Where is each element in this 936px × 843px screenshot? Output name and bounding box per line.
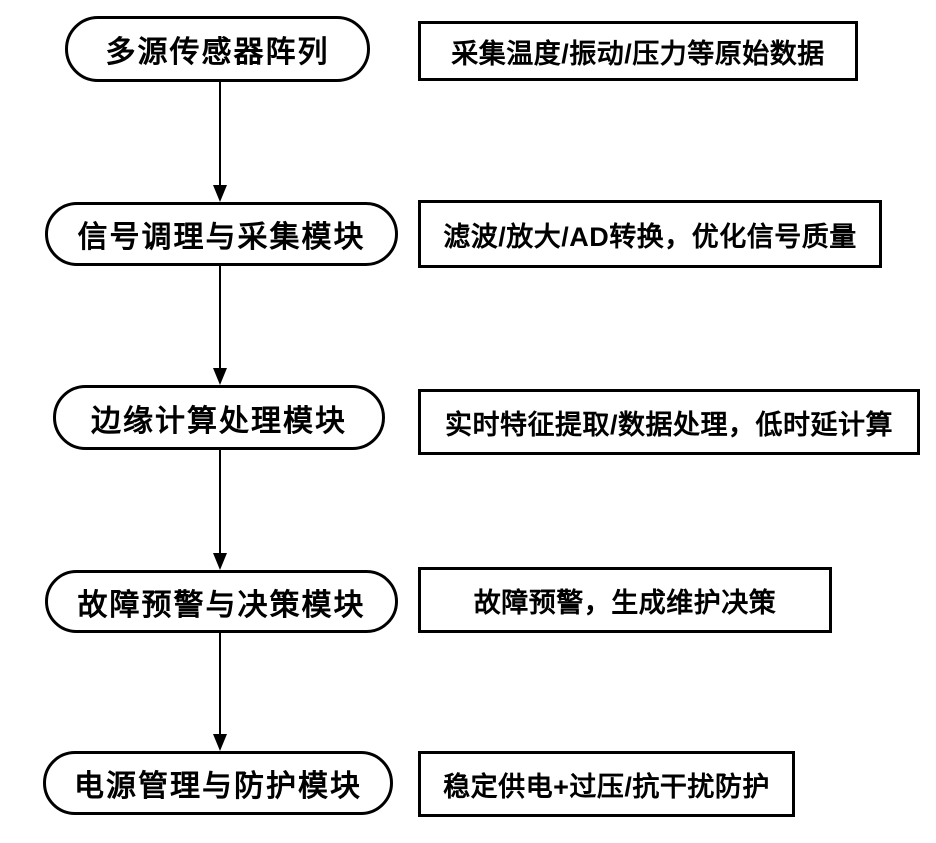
note-box-raw-data-collection: 采集温度/振动/压力等原始数据 <box>418 21 858 81</box>
flow-node-signal-conditioning: 信号调理与采集模块 <box>45 202 398 266</box>
arrow-down-icon <box>213 633 227 751</box>
flow-node-edge-computing: 边缘计算处理模块 <box>53 385 385 450</box>
arrow-down-icon <box>213 266 227 385</box>
arrow-down-icon <box>213 450 227 570</box>
note-box-maintenance-decision: 故障预警，生成维护决策 <box>418 567 832 633</box>
flow-node-fault-warning-decision: 故障预警与决策模块 <box>45 570 398 633</box>
note-box-signal-quality: 滤波/放大/AD转换，优化信号质量 <box>418 200 882 268</box>
arrow-down-icon <box>213 82 227 202</box>
note-box-power-protection: 稳定供电+过压/抗干扰防护 <box>418 751 795 817</box>
note-box-low-latency-computing: 实时特征提取/数据处理，低时延计算 <box>418 389 920 455</box>
flow-node-sensor-array: 多源传感器阵列 <box>65 16 370 82</box>
flow-node-power-management: 电源管理与防护模块 <box>43 751 393 815</box>
